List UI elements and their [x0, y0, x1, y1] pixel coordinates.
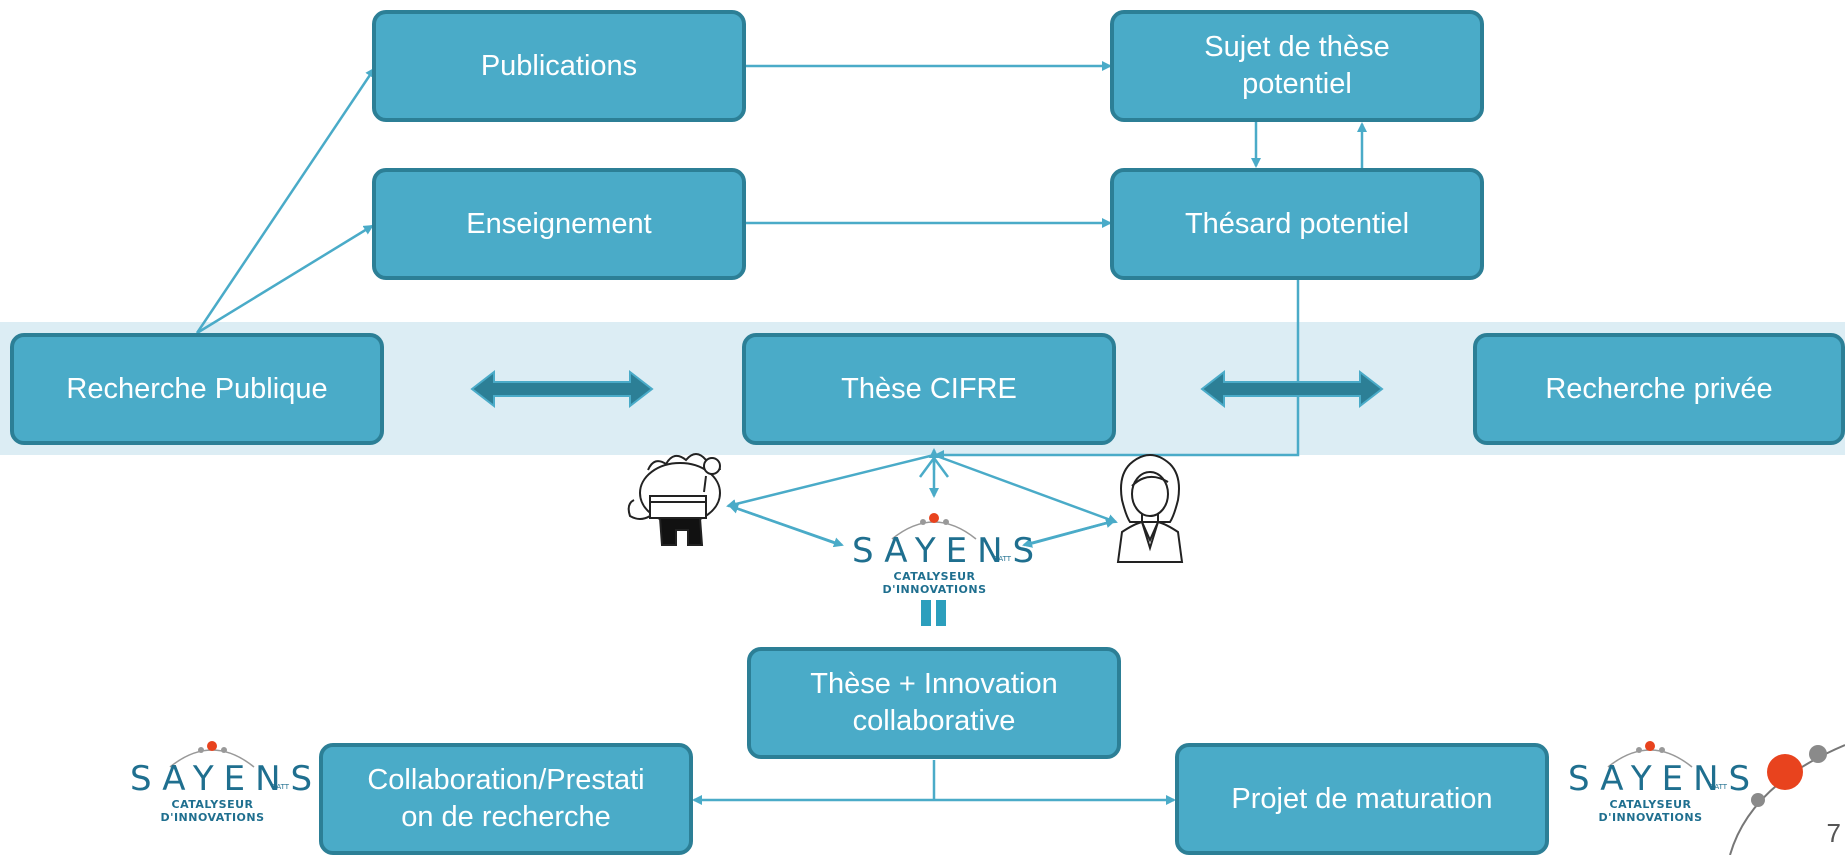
page-number: 7 — [1826, 818, 1841, 848]
researcher-icon — [627, 453, 721, 546]
node-recherche-publique-label: Recherche Publique — [66, 372, 328, 405]
equals-bar-left — [921, 600, 931, 626]
sayens-logo-right: SAYENS SATT CATALYSEUR D'INNOVATIONS — [1568, 733, 1761, 824]
arrow-hub-fan-right — [932, 457, 950, 478]
businesswoman-icon — [1116, 454, 1184, 563]
arrow-hub-researcher — [726, 453, 935, 509]
node-these-cifre-label: Thèse CIFRE — [841, 372, 1017, 405]
node-these-innovation-label: Thèse + Innovation collaborative — [810, 668, 1058, 737]
equals-bar-right — [936, 600, 946, 626]
node-sujet-these: Sujet de thèse potentiel — [1110, 10, 1484, 122]
logo-satt: SATT — [993, 555, 1011, 563]
arrow-sayens-woman — [1022, 519, 1115, 548]
arrow-recherche-publications — [195, 67, 376, 334]
node-recherche-privee-label: Recherche privée — [1545, 372, 1773, 405]
sayens-logo-left: SAYENS SATT CATALYSEUR D'INNOVATIONS — [130, 733, 323, 824]
logo-satt: SATT — [1709, 783, 1727, 791]
node-recherche-privee: Recherche privée — [1473, 333, 1845, 445]
node-enseignement-label: Enseignement — [466, 207, 652, 240]
arrow-thesard-cifre — [934, 280, 1300, 460]
node-recherche-publique: Recherche Publique — [10, 333, 384, 445]
arrow-researcher-sayens — [729, 504, 844, 548]
arrow-hub-woman — [933, 453, 1118, 524]
double-arrow-right — [1200, 369, 1384, 409]
node-thesard-label: Thésard potentiel — [1184, 207, 1410, 240]
node-publications-label: Publications — [480, 49, 638, 82]
logo-word: SAYENS — [1568, 759, 1761, 799]
arrow-hub-fan-left — [918, 457, 936, 478]
node-these-innovation: Thèse + Innovation collaborative — [747, 647, 1121, 759]
node-projet-maturation-label: Projet de maturation — [1231, 782, 1493, 815]
node-these-cifre: Thèse CIFRE — [742, 333, 1116, 445]
node-thesard: Thésard potentiel — [1110, 168, 1484, 280]
node-projet-maturation: Projet de maturation — [1175, 743, 1549, 855]
logo-satt: SATT — [271, 783, 289, 791]
node-publications: Publications — [372, 10, 746, 122]
node-collaboration-label: Collaboration/Prestati on de recherche — [367, 764, 645, 833]
node-enseignement: Enseignement — [372, 168, 746, 280]
node-sujet-these-label: Sujet de thèse potentiel — [1204, 31, 1390, 100]
logo-arc-icon — [169, 741, 255, 768]
arrow-recherche-enseignement — [196, 224, 374, 335]
sayens-logo-center: SAYENS SATT CATALYSEUR D'INNOVATIONS — [852, 505, 1045, 596]
double-arrow-left — [470, 369, 654, 409]
node-collaboration: Collaboration/Prestati on de recherche — [319, 743, 693, 855]
logo-arc-icon — [891, 513, 977, 540]
logo-tagline: CATALYSEUR D'INNOVATIONS — [1598, 798, 1703, 824]
logo-tagline: CATALYSEUR D'INNOVATIONS — [882, 570, 987, 596]
logo-word: SAYENS — [130, 759, 323, 799]
logo-tagline: CATALYSEUR D'INNOVATIONS — [160, 798, 265, 824]
logo-word: SAYENS — [852, 531, 1045, 571]
logo-arc-icon — [1607, 741, 1693, 768]
orbit-decoration — [1729, 744, 1845, 855]
